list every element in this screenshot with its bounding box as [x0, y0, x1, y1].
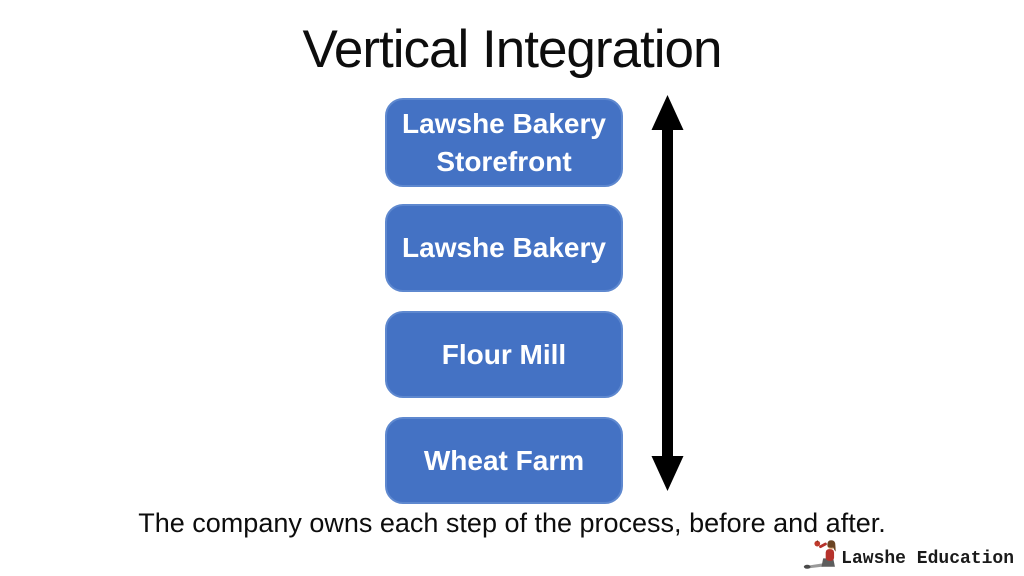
branding-logo-text: Lawshe Education	[841, 549, 1014, 569]
figure-arm	[819, 542, 828, 549]
box-lawshe-bakery: Lawshe Bakery	[385, 204, 623, 292]
box-label: Lawshe Bakery Storefront	[402, 107, 606, 177]
apple-stem	[817, 540, 818, 543]
figure-torso	[825, 549, 835, 561]
figure-shoes	[804, 564, 811, 569]
seated-woman-with-apple-icon	[804, 540, 836, 569]
branding-logo: Lawshe Education	[803, 538, 1014, 572]
box-label: Flour Mill	[441, 338, 567, 370]
arrow-head-down	[651, 456, 684, 491]
double-headed-vertical-arrow-icon	[645, 92, 690, 494]
box-label: Wheat Farm	[423, 444, 585, 476]
arrow-head-up	[651, 95, 684, 130]
arrow-shaft	[662, 122, 673, 464]
double-arrow-svg	[651, 95, 684, 491]
box-wheat-farm: Wheat Farm	[385, 417, 623, 504]
box-lawshe-bakery-storefront: Lawshe Bakery Storefront	[385, 98, 623, 187]
box-label: Lawshe Bakery	[402, 232, 606, 264]
figure-hair	[827, 540, 836, 552]
apple-icon	[814, 540, 821, 547]
page-title: Vertical Integration	[302, 20, 723, 79]
box-flour-mill: Flour Mill	[385, 311, 623, 398]
caption-text: The company owns each step of the proces…	[138, 508, 886, 538]
